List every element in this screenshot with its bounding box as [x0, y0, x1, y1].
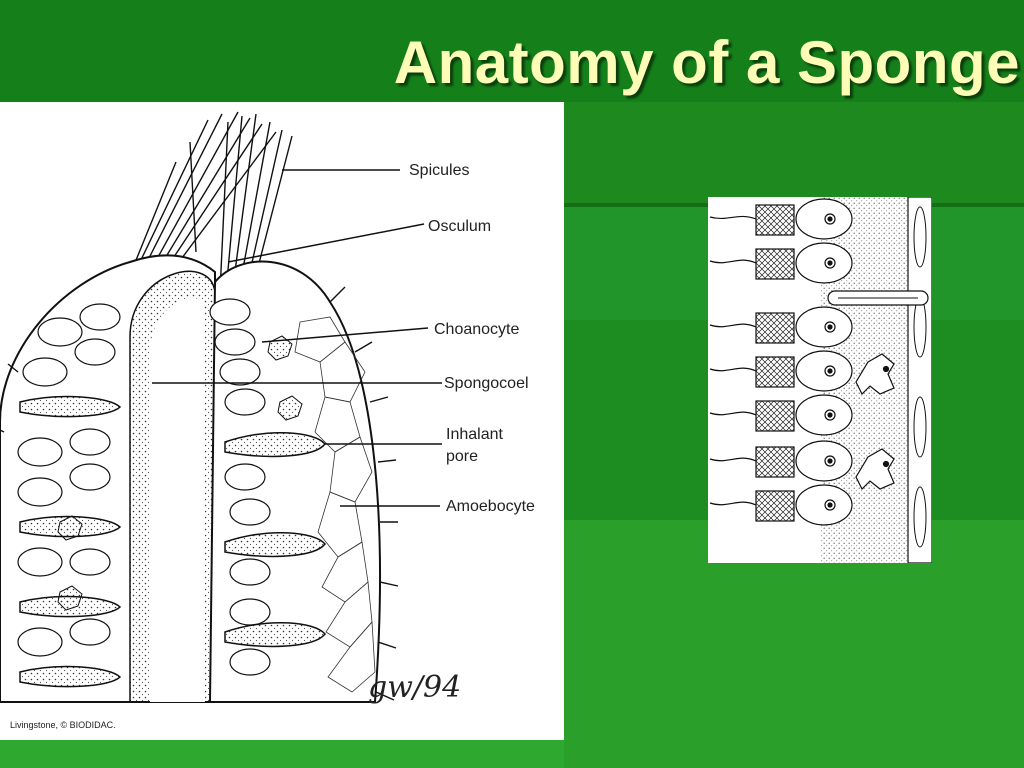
label-amoebocyte: Amoebocyte [446, 498, 535, 515]
sponge-wall-drawing [0, 111, 442, 703]
image-credit: Livingstone, © BIODIDAC. [10, 720, 116, 730]
artist-signature: gw/94 [368, 670, 462, 705]
label-osculum: Osculum [428, 218, 492, 235]
label-inhalant-pore: Inhalant pore [446, 426, 503, 465]
label-choanocyte: Choanocyte [434, 321, 520, 338]
slide-title: Anatomy of a Sponge [393, 29, 1020, 96]
label-spicules: Spicules [409, 162, 470, 179]
label-spongocoel: Spongocoel [444, 375, 529, 392]
choanocyte-detail-drawing [709, 197, 932, 563]
spicules-tuft [131, 111, 293, 299]
